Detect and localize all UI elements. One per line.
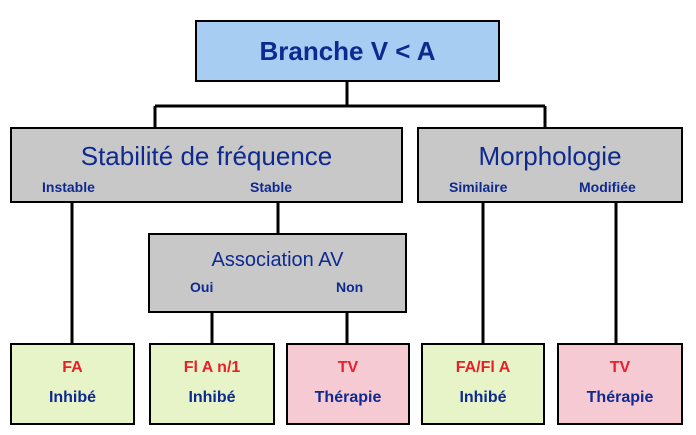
frequency-node: Stabilité de fréquence Instable Stable [10, 127, 403, 203]
root-title: Branche V < A [259, 36, 436, 66]
leaf-fa-top: FA [62, 359, 83, 376]
leaf-fa-fla-top: FA/Fl A [455, 359, 511, 376]
association-left-label: Oui [190, 279, 214, 295]
leaf-fa-fla-bottom: Inhibé [459, 389, 507, 406]
leaf-fa-fla: FA/Fl A Inhibé [421, 343, 545, 425]
leaf-fa: FA Inhibé [10, 343, 135, 425]
leaf-tv-right-bottom: Thérapie [586, 389, 654, 406]
morphology-right-label: Modifiée [579, 179, 636, 195]
leaf-fla-n1-bottom: Inhibé [188, 389, 236, 406]
morphology-title: Morphologie [478, 141, 622, 171]
frequency-right-label: Stable [250, 179, 293, 195]
association-title: Association AV [211, 249, 344, 271]
leaf-tv-left-top: TV [337, 359, 359, 376]
leaf-tv-left: TV Thérapie [286, 343, 410, 425]
root-node: Branche V < A [195, 20, 500, 82]
frequency-left-label: Instable [42, 179, 95, 195]
association-right-label: Non [336, 279, 364, 295]
leaf-tv-right: TV Thérapie [557, 343, 683, 425]
morphology-node: Morphologie Similaire Modifiée [417, 127, 683, 203]
morphology-left-label: Similaire [449, 179, 508, 195]
frequency-title: Stabilité de fréquence [80, 141, 333, 171]
leaf-fla-n1: Fl A n/1 Inhibé [149, 343, 275, 425]
association-node: Association AV Oui Non [148, 233, 407, 313]
leaf-tv-right-top: TV [609, 359, 631, 376]
leaf-fla-n1-top: Fl A n/1 [183, 359, 241, 376]
leaf-tv-left-bottom: Thérapie [314, 389, 382, 406]
leaf-fa-bottom: Inhibé [48, 389, 97, 406]
